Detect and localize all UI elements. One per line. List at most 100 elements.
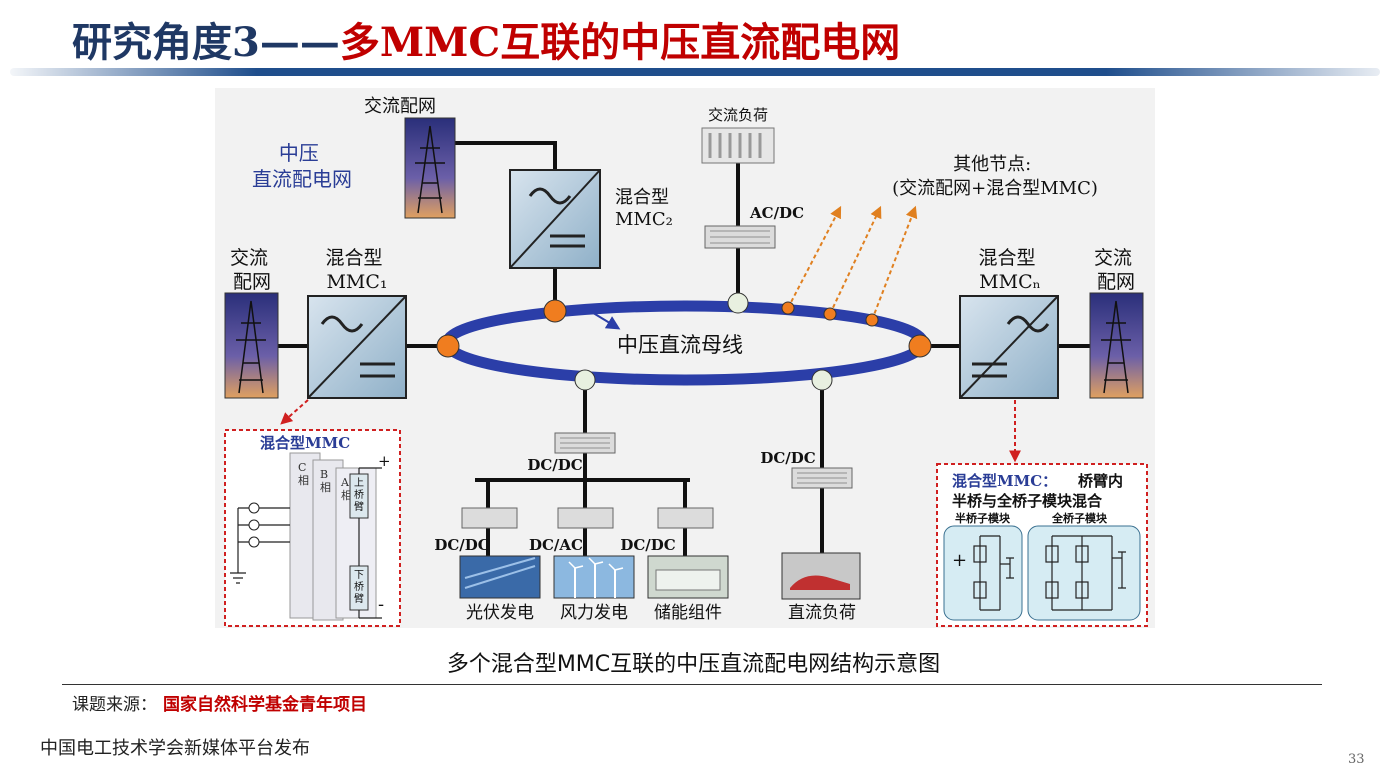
ac-load-label: 交流负荷: [708, 106, 768, 124]
phase-a-line2: 相: [341, 489, 352, 502]
lower-arm-label: 下 桥 臂: [354, 570, 367, 605]
ac-grid-left-label: 交流 配网: [230, 247, 274, 293]
title-rule: [10, 68, 1380, 76]
conv-wind-label: DC/AC: [529, 536, 583, 554]
phase-c-line2: 相: [298, 474, 309, 487]
phase-b-label: B 相: [320, 468, 332, 494]
network-label-line2: 直流配电网: [252, 167, 352, 191]
source-line: 课题来源： 国家自然科学基金青年项目: [72, 690, 367, 715]
ac-grid-right-line2: 配网: [1097, 271, 1135, 293]
phase-a-line1: A: [340, 476, 350, 489]
mmc2-converter-icon: [509, 169, 601, 269]
storage-unit-icon: [647, 555, 729, 599]
lower-arm-line1: 下: [354, 570, 364, 581]
inset-left-mmc-topology: 混合型MMC C 相 B 相 A 相 上 桥 臂 下 桥 臂: [224, 429, 401, 627]
inset-left-plus: +: [378, 452, 391, 470]
mmc1-label: 混合型 MMC₁: [325, 247, 388, 293]
node-dcdc-main: [574, 369, 596, 391]
wind-label: 风力发电: [560, 603, 628, 623]
node-other-1: [781, 301, 795, 315]
source-label: 课题来源：: [72, 695, 157, 715]
phase-c-line1: C: [298, 461, 306, 474]
phase-a-label: A 相: [340, 476, 352, 502]
ac-grid-left-tower-icon: [224, 292, 279, 399]
mmcn-converter-icon: [959, 295, 1059, 399]
other-nodes-label: 其他节点: (交流配网+混合型MMC): [892, 154, 1098, 199]
phase-c-label: C 相: [298, 461, 310, 487]
mmc1-label-line2: MMC₁: [326, 271, 387, 293]
ac-grid-top-tower-icon: [404, 117, 456, 219]
bus-label: 中压直流母线: [617, 333, 743, 357]
inset-right-title: 混合型MMC：: [952, 472, 1057, 490]
lower-arm-line3: 臂: [354, 592, 364, 605]
mmc2-label-line2: MMC₂: [615, 209, 673, 230]
pv-label: 光伏发电: [466, 603, 534, 623]
title-part2: 多MMC互联的中压直流配电网: [339, 19, 901, 66]
source-divider: [62, 684, 1322, 685]
ac-grid-right-label: 交流 配网: [1094, 247, 1138, 293]
node-other-2: [823, 307, 837, 321]
node-mmc1: [436, 334, 460, 358]
inset-right-submodules: 混合型MMC： 桥臂内 半桥与全桥子模块混合 半桥子模块 全桥子模块 +: [936, 463, 1148, 627]
dc-load-ev-icon: [781, 552, 861, 600]
inset-left-pointer: [280, 399, 309, 425]
ac-grid-top-label: 交流配网: [364, 96, 436, 117]
upper-arm-line2: 桥: [354, 489, 364, 501]
node-ac-load: [727, 292, 749, 314]
inset-right-plus: +: [952, 550, 967, 571]
ac-grid-left-line1: 交流: [230, 247, 268, 269]
network-label: 中压 直流配电网: [252, 141, 352, 191]
other-nodes-line2: (交流配网+混合型MMC): [892, 178, 1098, 199]
ac-grid-right-line1: 交流: [1094, 247, 1132, 269]
node-other-3: [865, 313, 879, 327]
other-nodes-line1: 其他节点:: [953, 154, 1031, 175]
node-mmcn: [908, 334, 932, 358]
acdc-label: AC/DC: [749, 204, 804, 222]
footer-text: 中国电工技术学会新媒体平台发布: [40, 738, 310, 759]
mmcn-label-line1: 混合型: [978, 247, 1035, 269]
ac-grid-left-line2: 配网: [233, 271, 271, 293]
storage-label: 储能组件: [654, 603, 722, 623]
conv-storage-label: DC/DC: [620, 536, 675, 554]
ac-grid-right-tower-icon: [1089, 292, 1144, 399]
ac-load-rack-icon: [701, 127, 775, 164]
page-number: 33: [1348, 752, 1365, 767]
dcdc-right-converter-icon: [791, 467, 853, 489]
mmc1-label-line1: 混合型: [325, 247, 382, 269]
conv-pv-label: DC/DC: [434, 536, 489, 554]
node-dc-load: [811, 369, 833, 391]
dcdc-main-converter-icon: [554, 432, 616, 454]
acdc-converter-icon: [704, 225, 776, 249]
half-bridge-label: 半桥子模块: [955, 511, 1011, 525]
figure-caption: 多个混合型MMC互联的中压直流配电网结构示意图: [446, 652, 941, 677]
dcdc-main-label: DC/DC: [527, 456, 582, 474]
lower-arm-line2: 桥: [354, 581, 364, 593]
bus-nodes: [436, 292, 932, 391]
mmc2-label: 混合型 MMC₂: [615, 187, 675, 230]
title-part1: 研究角度3——: [72, 19, 340, 66]
other-nodes-arrows: [787, 205, 918, 321]
phase-b-line1: B: [320, 468, 328, 481]
upper-arm-line3: 臂: [354, 500, 364, 513]
mmc1-converter-icon: [307, 295, 407, 399]
bus-pointer-arrow: [584, 307, 621, 330]
inset-right-desc1: 桥臂内: [1078, 472, 1123, 490]
slide-title: 研究角度3——多MMC互联的中压直流配电网: [72, 10, 900, 68]
mmcn-label-line2: MMCₙ: [979, 271, 1041, 293]
wind-turbine-icon: [553, 555, 635, 599]
mmc2-label-line1: 混合型: [615, 187, 669, 208]
source-value: 国家自然科学基金青年项目: [163, 695, 367, 715]
upper-arm-label: 上 桥 臂: [354, 477, 367, 513]
network-label-line1: 中压: [279, 141, 319, 165]
inset-right-desc2: 半桥与全桥子模块混合: [952, 492, 1103, 510]
upper-arm-line1: 上: [354, 477, 364, 489]
dc-load-label: 直流负荷: [788, 603, 856, 623]
full-bridge-label: 全桥子模块: [1051, 511, 1108, 525]
network-diagram: 中压直流母线 中压 直流配电网 交流配网 混合型 MMC₂ 交流负荷 AC/DC…: [215, 88, 1155, 628]
dcdc-right-label: DC/DC: [760, 449, 815, 467]
phase-b-line2: 相: [320, 481, 331, 494]
sub-converter-icons: [461, 507, 714, 529]
inset-left-minus: -: [378, 594, 384, 615]
pv-panel-icon: [459, 555, 541, 599]
node-mmc2: [543, 299, 567, 323]
